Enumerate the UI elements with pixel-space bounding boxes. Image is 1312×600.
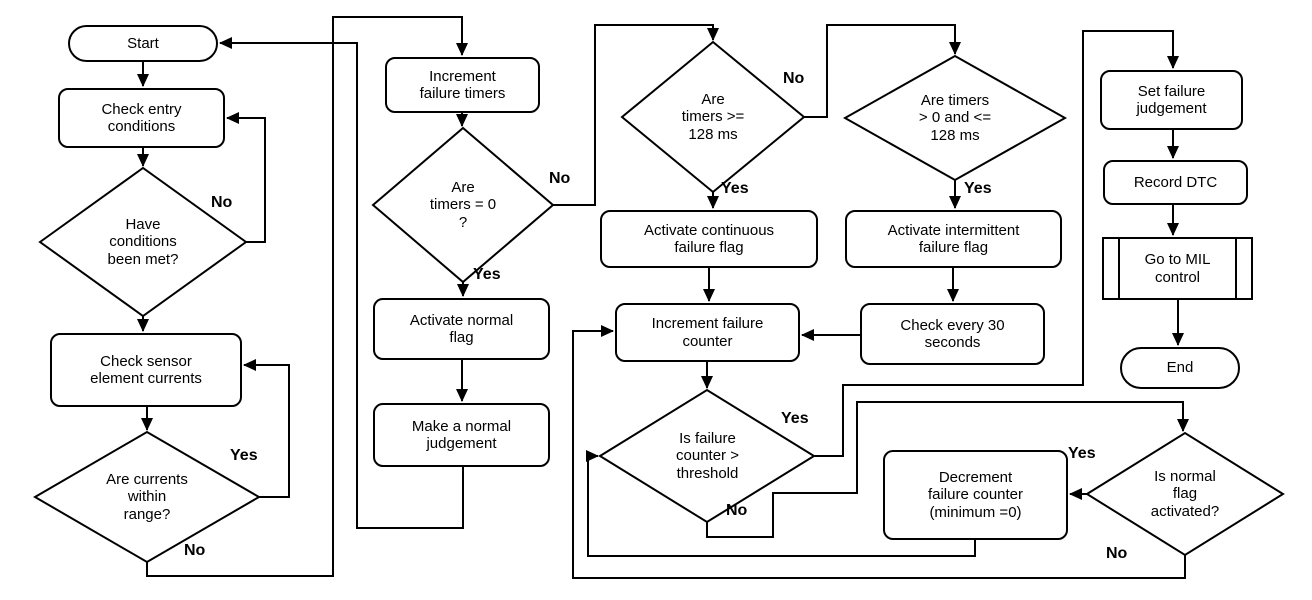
node-decrement-failure-counter: Decrement failure counter (minimum =0) bbox=[883, 450, 1068, 540]
decision-is-normal-flag-activated bbox=[1085, 431, 1285, 557]
node-mil-label: Go to MIL control bbox=[1144, 251, 1211, 286]
node-start: Start bbox=[68, 25, 218, 62]
branch-label-intmt-yes: Yes bbox=[964, 180, 992, 197]
node-make-normal-judgement: Make a normal judgement bbox=[373, 403, 550, 467]
branch-label-have-met-no: No bbox=[211, 194, 233, 211]
branch-label-timers0-no: No bbox=[549, 170, 571, 187]
node-record-dtc: Record DTC bbox=[1103, 160, 1248, 205]
edge-threshold-no-to-normal-flag bbox=[706, 401, 1189, 538]
branch-label-ge128-no: No bbox=[783, 70, 805, 87]
branch-label-currents-yes: Yes bbox=[230, 447, 258, 464]
edge-have-met-no-loop bbox=[226, 112, 266, 243]
node-check-sensor-label: Check sensor element currents bbox=[90, 352, 202, 387]
branch-label-ge128-yes: Yes bbox=[721, 180, 749, 197]
decision-currents-text: Are currents within range? bbox=[106, 471, 188, 523]
decision-are-timers-0-to-128ms bbox=[842, 54, 1068, 182]
node-record-dtc-label: Record DTC bbox=[1133, 173, 1218, 191]
node-end: End bbox=[1120, 347, 1240, 389]
branch-label-threshold-yes: Yes bbox=[781, 410, 809, 427]
edge-ge128-no-to-intmt bbox=[804, 24, 961, 118]
node-incr-counter-label: Increment failure counter bbox=[651, 315, 764, 350]
decision-have-met-text: Have conditions been met? bbox=[107, 216, 179, 268]
node-incr-timers-label: Increment failure timers bbox=[419, 67, 506, 102]
decision-timers0-text: Are timers = 0 ? bbox=[429, 179, 497, 231]
branch-label-timers0-yes: Yes bbox=[473, 266, 501, 283]
edge-decrement-to-threshold bbox=[586, 450, 976, 557]
node-act-normal-label: Activate normal flag bbox=[409, 311, 514, 346]
branch-label-threshold-no: No bbox=[726, 502, 748, 519]
edge-currents-no-to-incr-timers bbox=[146, 16, 468, 577]
node-act-int-label: Activate intermittent failure flag bbox=[887, 221, 1020, 256]
node-act-cont-label: Activate continuous failure flag bbox=[643, 221, 775, 256]
node-end-label: End bbox=[1166, 359, 1194, 377]
node-increment-failure-timers: Increment failure timers bbox=[385, 57, 540, 113]
node-set-failure-label: Set failure judgement bbox=[1136, 82, 1207, 117]
predefined-process-bar-left bbox=[1118, 239, 1120, 298]
branch-label-normal-flag-yes: Yes bbox=[1068, 445, 1096, 462]
decision-ge128-text: Are timers >= 128 ms bbox=[681, 91, 745, 143]
node-make-normal-label: Make a normal judgement bbox=[411, 417, 512, 452]
node-start-label: Start bbox=[127, 34, 159, 52]
edge-threshold-yes-to-set-failure bbox=[814, 30, 1179, 457]
decision-threshold-text: Is failure counter > threshold bbox=[676, 430, 739, 482]
node-check-entry-label: Check entry conditions bbox=[101, 100, 182, 135]
node-go-to-mil-control: Go to MIL control bbox=[1102, 237, 1253, 300]
predefined-process-bar-right bbox=[1235, 239, 1237, 298]
edge-currents-yes-loop bbox=[243, 359, 290, 498]
node-check-entry-conditions: Check entry conditions bbox=[58, 88, 225, 148]
node-activate-continuous-failure-flag: Activate continuous failure flag bbox=[600, 210, 818, 268]
node-decrement-label: Decrement failure counter (minimum =0) bbox=[927, 469, 1024, 521]
node-activate-normal-flag: Activate normal flag bbox=[373, 298, 550, 360]
branch-label-normal-flag-no: No bbox=[1106, 545, 1128, 562]
node-activate-intermittent-failure-flag: Activate intermittent failure flag bbox=[845, 210, 1062, 268]
decision-normal-flag-text: Is normal flag activated? bbox=[1150, 468, 1220, 520]
node-increment-failure-counter: Increment failure counter bbox=[615, 303, 800, 362]
branch-label-currents-no: No bbox=[184, 542, 206, 559]
edge-timers0-no-to-ge128 bbox=[553, 24, 719, 206]
edge-normal-flag-no-to-incr-counter bbox=[572, 325, 1186, 579]
node-check30-label: Check every 30 seconds bbox=[900, 316, 1005, 351]
node-check-sensor-currents: Check sensor element currents bbox=[50, 333, 242, 407]
edge-make-normal-to-start bbox=[219, 37, 464, 529]
node-set-failure-judgement: Set failure judgement bbox=[1100, 70, 1243, 130]
node-check-every-30-seconds: Check every 30 seconds bbox=[860, 303, 1045, 365]
decision-intmt-text: Are timers > 0 and <= 128 ms bbox=[918, 92, 992, 144]
